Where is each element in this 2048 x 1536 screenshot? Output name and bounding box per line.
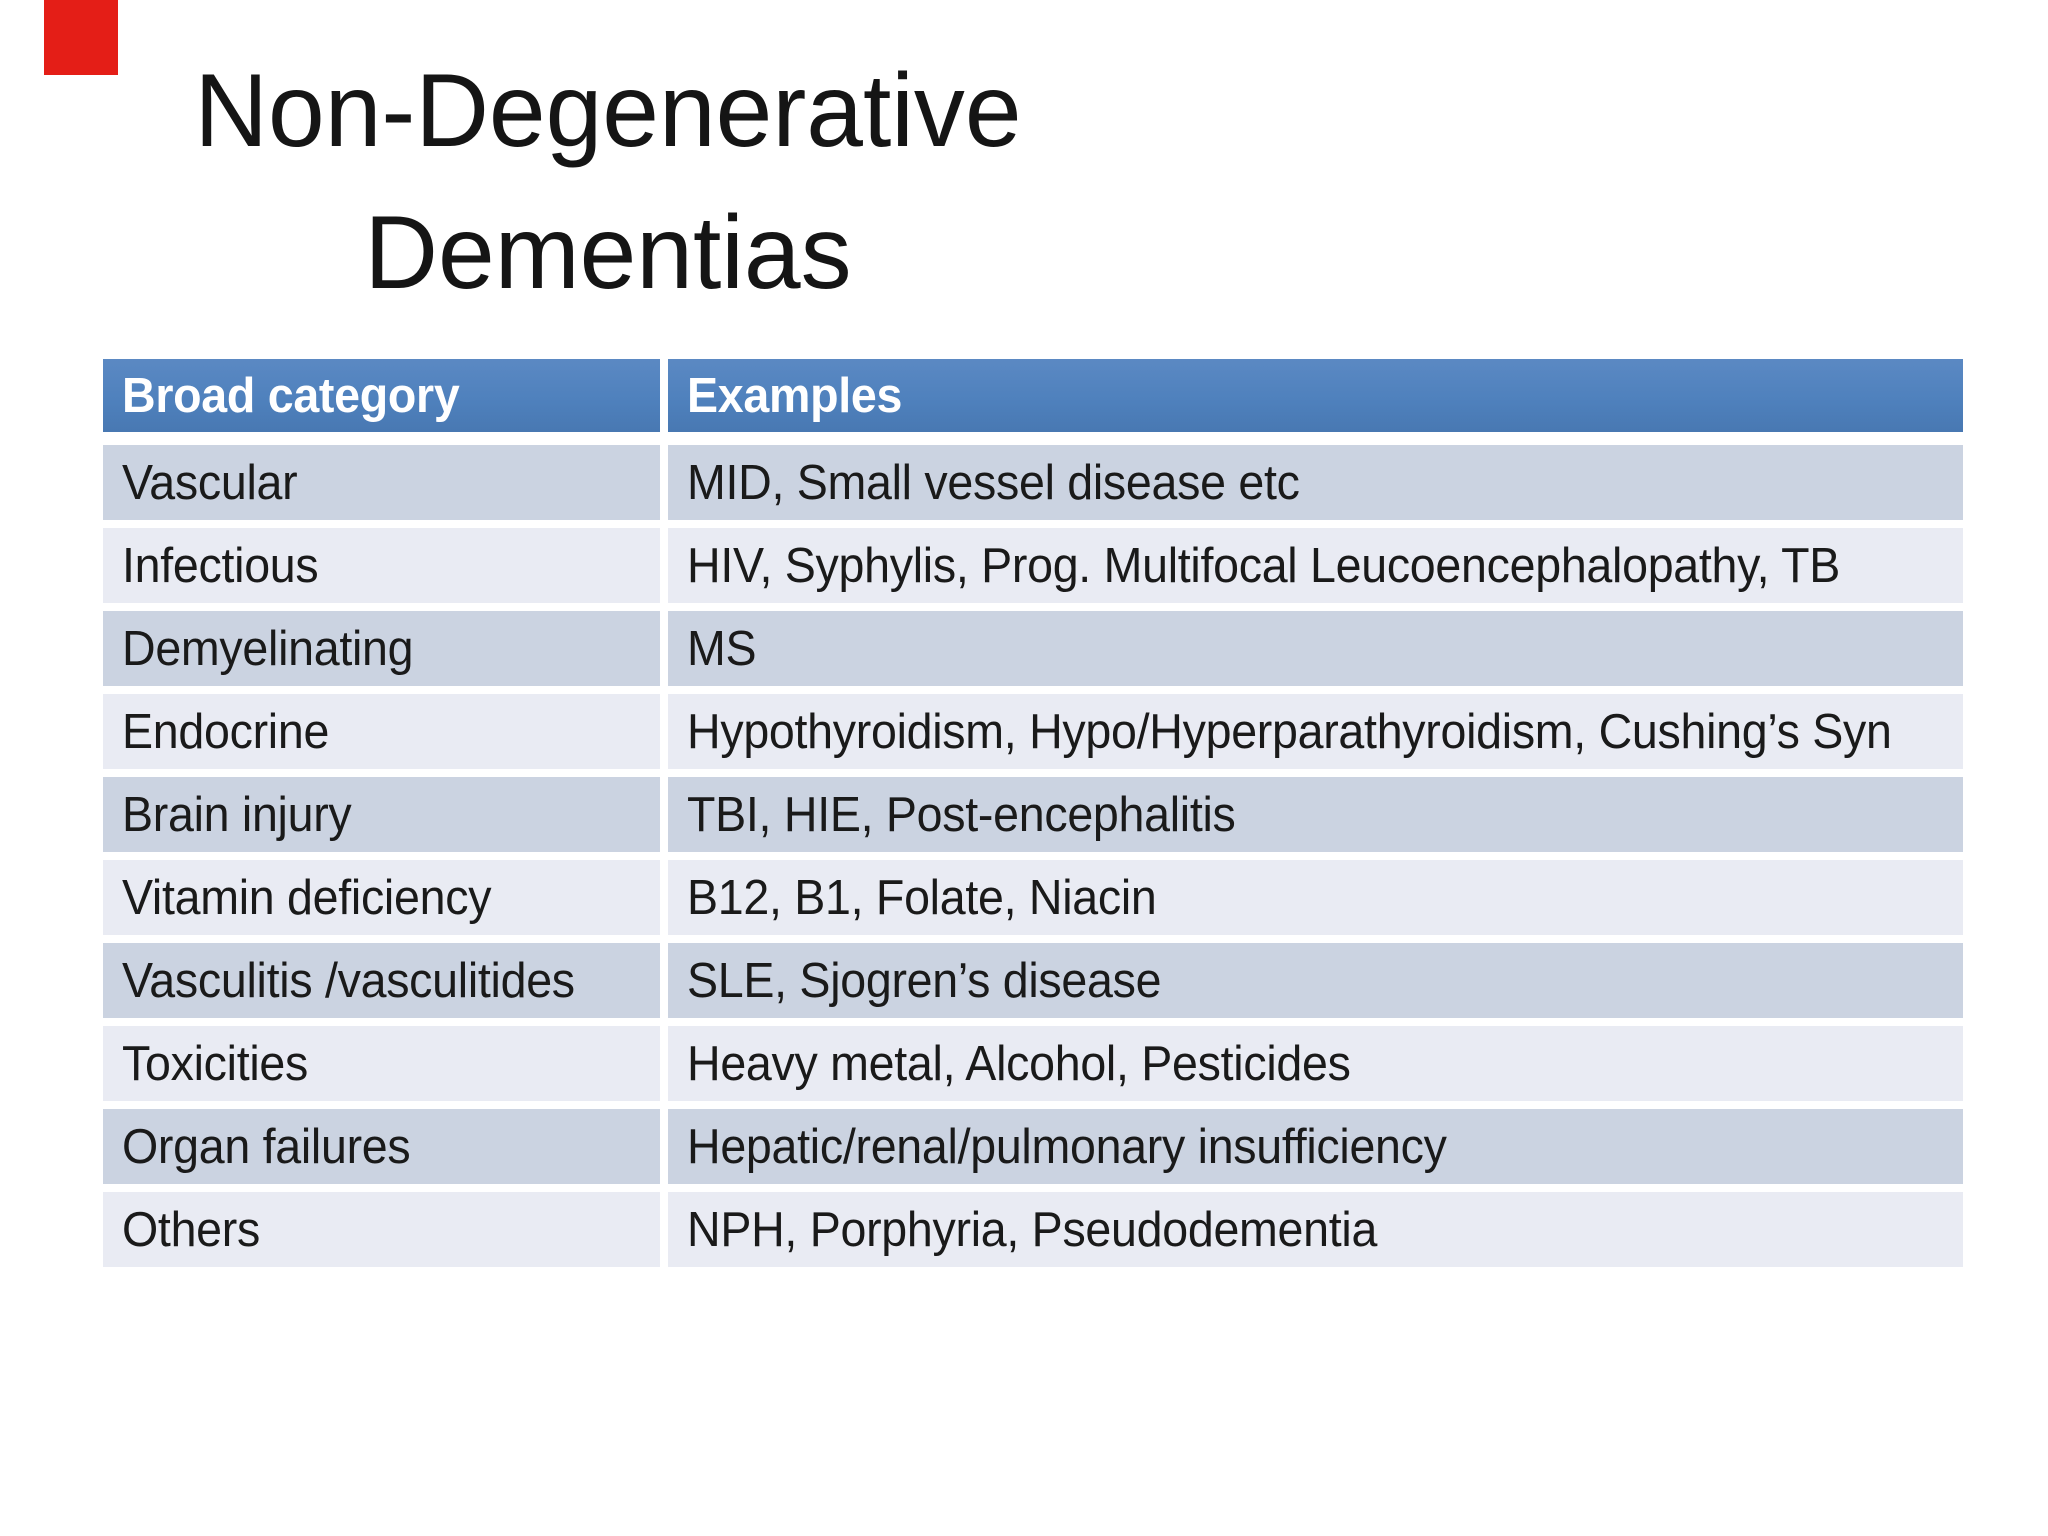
table-row: Endocrine Hypothyroidism, Hypo/Hyperparat… bbox=[103, 694, 1963, 769]
category-cell: Endocrine bbox=[103, 694, 660, 769]
red-corner-marker bbox=[44, 0, 118, 75]
examples-cell: Heavy metal, Alcohol, Pesticides bbox=[668, 1026, 1963, 1101]
table-row: Vasculitis /vasculitides SLE, Sjogren’s d… bbox=[103, 943, 1963, 1018]
category-cell-text: Vasculitis /vasculitides bbox=[122, 953, 575, 1008]
category-cell-text: Infectious bbox=[122, 538, 319, 593]
table-row: Toxicities Heavy metal, Alcohol, Pesticid… bbox=[103, 1026, 1963, 1101]
examples-cell: NPH, Porphyria, Pseudodementia bbox=[668, 1192, 1963, 1267]
table-row: Vitamin deficiency B12, B1, Folate, Niaci… bbox=[103, 860, 1963, 935]
examples-cell-text: SLE, Sjogren’s disease bbox=[687, 953, 1162, 1008]
category-cell: Organ failures bbox=[103, 1109, 660, 1184]
category-cell: Vasculitis /vasculitides bbox=[103, 943, 660, 1018]
examples-cell-text: Hypothyroidism, Hypo/Hyperparathyroidism… bbox=[687, 704, 1892, 759]
category-cell-text: Organ failures bbox=[122, 1119, 411, 1174]
category-cell-text: Brain injury bbox=[122, 787, 352, 842]
column-header-examples: Examples bbox=[668, 359, 1963, 432]
examples-cell-text: MID, Small vessel disease etc bbox=[687, 455, 1300, 510]
examples-cell-text: B12, B1, Folate, Niacin bbox=[687, 870, 1157, 925]
category-cell: Demyelinating bbox=[103, 611, 660, 686]
slide-title-line1: Non-Degenerative bbox=[194, 53, 1022, 169]
slide-title-line2: Dementias bbox=[364, 195, 852, 311]
examples-cell-text: NPH, Porphyria, Pseudodementia bbox=[687, 1202, 1378, 1257]
category-cell-text: Vascular bbox=[122, 455, 298, 510]
examples-cell: MS bbox=[668, 611, 1963, 686]
examples-cell-text: Hepatic/renal/pulmonary insufficiency bbox=[687, 1119, 1447, 1174]
slide-title-text: Non-Degenerative Dementias bbox=[143, 40, 1074, 324]
category-cell-text: Vitamin deficiency bbox=[122, 870, 492, 925]
table-row: Infectious HIV, Syphylis, Prog. Multifoca… bbox=[103, 528, 1963, 603]
category-cell: Vitamin deficiency bbox=[103, 860, 660, 935]
examples-cell: TBI, HIE, Post-encephalitis bbox=[668, 777, 1963, 852]
column-header-label: Broad category bbox=[122, 368, 460, 423]
table-row: Demyelinating MS bbox=[103, 611, 1963, 686]
examples-cell: Hepatic/renal/pulmonary insufficiency bbox=[668, 1109, 1963, 1184]
column-header-label: Examples bbox=[687, 368, 903, 423]
table-header-row: Broad category Examples bbox=[103, 359, 1963, 432]
dementia-table: Broad category Examples Vascular MID, Sma… bbox=[103, 359, 1963, 1267]
examples-cell-text: TBI, HIE, Post-encephalitis bbox=[687, 787, 1236, 842]
examples-cell: HIV, Syphylis, Prog. Multifocal Leucoenc… bbox=[668, 528, 1963, 603]
category-cell: Others bbox=[103, 1192, 660, 1267]
category-cell-text: Demyelinating bbox=[122, 621, 414, 676]
category-cell-text: Endocrine bbox=[122, 704, 330, 759]
column-header-broad-category: Broad category bbox=[103, 359, 660, 432]
examples-cell: Hypothyroidism, Hypo/Hyperparathyroidism… bbox=[668, 694, 1963, 769]
examples-cell: B12, B1, Folate, Niacin bbox=[668, 860, 1963, 935]
examples-cell-text: MS bbox=[687, 621, 757, 676]
table-row: Others NPH, Porphyria, Pseudodementia bbox=[103, 1192, 1963, 1267]
examples-cell-text: HIV, Syphylis, Prog. Multifocal Leucoenc… bbox=[687, 538, 1841, 593]
category-cell: Vascular bbox=[103, 445, 660, 520]
slide-title: Non-Degenerative Dementias bbox=[133, 40, 1083, 324]
category-cell: Toxicities bbox=[103, 1026, 660, 1101]
category-cell-text: Others bbox=[122, 1202, 260, 1257]
category-cell: Infectious bbox=[103, 528, 660, 603]
table-row: Organ failures Hepatic/renal/pulmonary in… bbox=[103, 1109, 1963, 1184]
table-row: Brain injury TBI, HIE, Post-encephalitis bbox=[103, 777, 1963, 852]
examples-cell-text: Heavy metal, Alcohol, Pesticides bbox=[687, 1036, 1351, 1091]
examples-cell: SLE, Sjogren’s disease bbox=[668, 943, 1963, 1018]
table-row: Vascular MID, Small vessel disease etc bbox=[103, 445, 1963, 520]
examples-cell: MID, Small vessel disease etc bbox=[668, 445, 1963, 520]
category-cell-text: Toxicities bbox=[122, 1036, 308, 1091]
category-cell: Brain injury bbox=[103, 777, 660, 852]
